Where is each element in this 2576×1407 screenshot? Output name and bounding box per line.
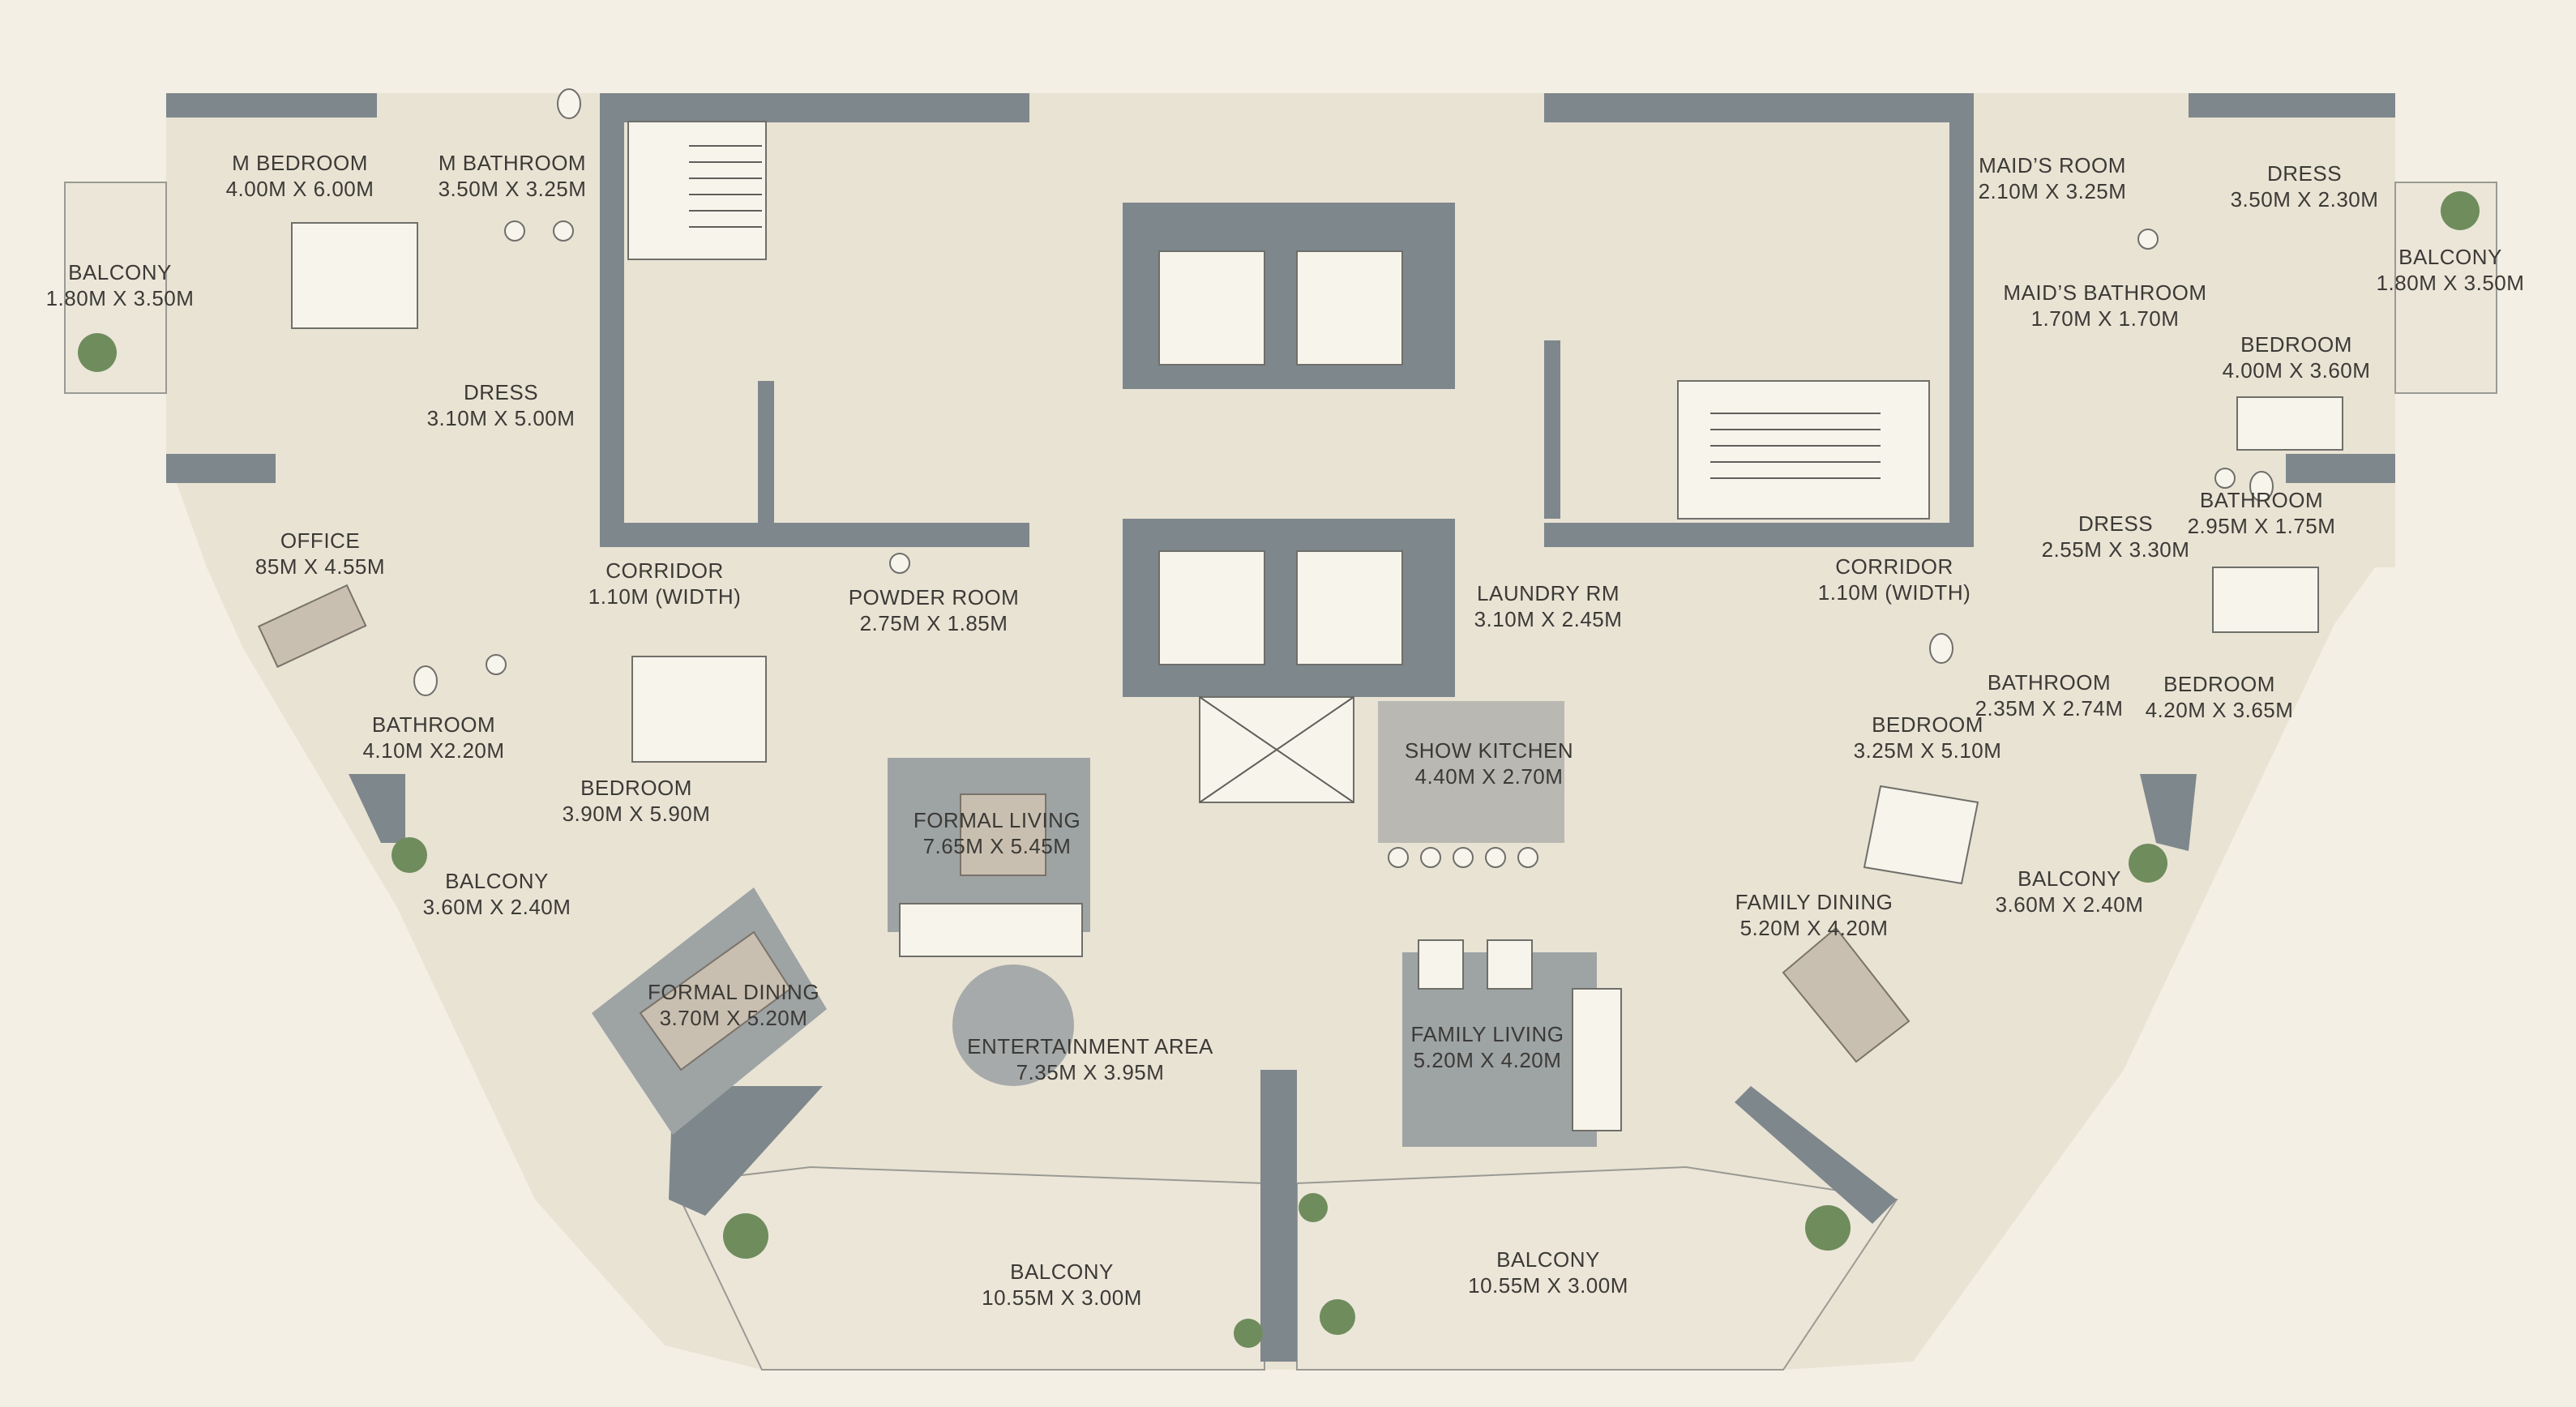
toilet-icon	[413, 88, 2274, 696]
stair-icon	[627, 121, 1930, 520]
balcony-bottom-zone	[671, 1165, 1265, 1371]
kitchen-island	[1378, 701, 1564, 843]
tree-icon	[78, 191, 2480, 1348]
entertainment-table	[952, 964, 1074, 1086]
sink-icon	[486, 220, 2236, 675]
dining-table-icon	[257, 584, 1911, 1071]
stool-row	[1388, 847, 1538, 868]
elevator-icon	[1158, 250, 1403, 803]
bed-icon	[291, 222, 2343, 885]
sofa-icon	[899, 903, 1622, 1131]
